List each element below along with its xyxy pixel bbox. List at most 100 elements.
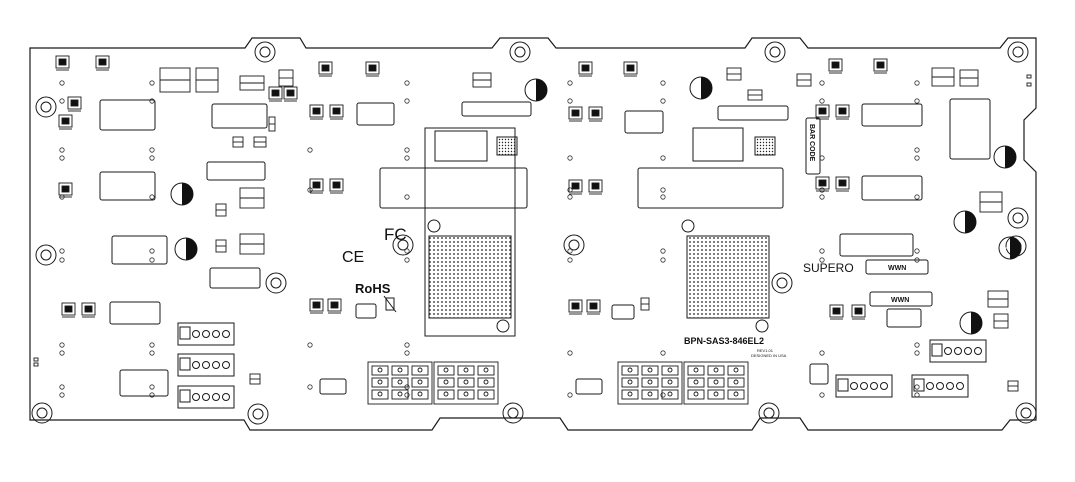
transistor-footprint [588, 106, 603, 122]
label-area [206, 161, 266, 181]
via-hole [914, 147, 920, 153]
transistor-footprint [67, 96, 82, 112]
via-hole [567, 187, 573, 193]
label-area [949, 98, 991, 160]
via-hole [914, 80, 920, 86]
mounting-hole-icon [509, 41, 531, 63]
capacitor-icon [998, 236, 1022, 260]
via-hole [914, 384, 920, 390]
transistor-footprint [815, 176, 830, 192]
transistor-footprint [851, 304, 866, 320]
transistor-footprint [568, 106, 583, 122]
transistor-footprint [586, 299, 601, 315]
label-area [624, 110, 664, 134]
via-hole [59, 342, 65, 348]
via-hole [149, 342, 155, 348]
transistor-footprint [309, 178, 324, 194]
via-hole [660, 257, 666, 263]
edge-mark [33, 357, 39, 362]
mounting-hole-icon [1007, 41, 1029, 63]
transistor-footprint [623, 61, 638, 77]
capacitor-icon [174, 237, 198, 261]
label-area [111, 235, 168, 265]
via-hole [404, 155, 410, 161]
transistor-footprint [329, 104, 344, 120]
transistor-footprint [578, 61, 593, 77]
jumper-icon [215, 203, 227, 217]
via-hole [660, 194, 666, 200]
jumper-icon [747, 89, 763, 101]
mounting-hole-icon [758, 402, 780, 424]
label-area [611, 304, 635, 320]
via-pattern [59, 80, 920, 398]
mounting-hole-icon [254, 41, 276, 63]
mounting-hole-icon [502, 402, 524, 424]
via-hole [149, 384, 155, 390]
barcode-area [805, 117, 821, 175]
revision-text: REV1.01 [757, 348, 774, 353]
jumper-icon [726, 67, 742, 81]
via-hole [149, 80, 155, 86]
via-hole [567, 80, 573, 86]
jumper-icon [796, 73, 812, 87]
transistor-footprint [268, 86, 283, 102]
via-hole [59, 350, 65, 356]
jumper-icon [278, 69, 294, 87]
power-connector-icon [177, 353, 235, 377]
via-hole [149, 155, 155, 161]
jumper-icon [959, 69, 979, 87]
label-area [99, 99, 156, 131]
via-hole [914, 350, 920, 356]
capacitor-icon [524, 78, 548, 102]
label-area [379, 167, 528, 209]
via-hole [819, 257, 825, 263]
jumper-icon [195, 67, 219, 93]
capacitor-icon [993, 145, 1017, 169]
transistor-footprint [835, 176, 850, 192]
transistor-footprint [95, 55, 110, 71]
via-hole [660, 98, 666, 104]
transistor-footprint [588, 179, 603, 195]
jumper-icon [979, 191, 1003, 213]
via-hole [59, 98, 65, 104]
mounting-hole-icon [1015, 402, 1037, 424]
via-hole [819, 98, 825, 104]
transistor-footprint [55, 55, 70, 71]
via-hole [914, 342, 920, 348]
recycle-bin-icon [383, 295, 397, 313]
fcc-mark: FC [384, 225, 407, 244]
mounting-hole-icon [1007, 207, 1029, 229]
mounting-hole-icon [35, 96, 57, 118]
bga-chip-icon [424, 127, 518, 337]
label-area [119, 369, 169, 397]
via-hole [567, 248, 573, 254]
via-hole [819, 187, 825, 193]
transistor-footprint [81, 302, 96, 318]
capacitor-icon [959, 311, 983, 335]
via-hole [404, 392, 410, 398]
via-hole [819, 194, 825, 200]
ce-mark: CE [342, 249, 364, 266]
mounting-hole-icon [563, 234, 585, 256]
via-hole [404, 194, 410, 200]
transistor-footprint [309, 104, 324, 120]
via-hole [567, 194, 573, 200]
barcode-label: BAR CODE [808, 124, 815, 162]
jumper-icon [987, 290, 1009, 308]
capacitor-icon [953, 210, 977, 234]
via-hole [819, 392, 825, 398]
via-hole [660, 155, 666, 161]
via-hole [914, 248, 920, 254]
via-hole [567, 98, 573, 104]
transistor-footprint [815, 104, 830, 120]
jumper-icon [268, 116, 276, 132]
via-hole [404, 98, 410, 104]
transistor-footprint [283, 86, 298, 102]
jumper-icon [159, 67, 191, 93]
transistor-footprint [58, 182, 73, 198]
label-area [99, 171, 156, 201]
via-hole [567, 257, 573, 263]
mounting-hole-icon [392, 234, 414, 256]
sas-connector [617, 361, 683, 405]
